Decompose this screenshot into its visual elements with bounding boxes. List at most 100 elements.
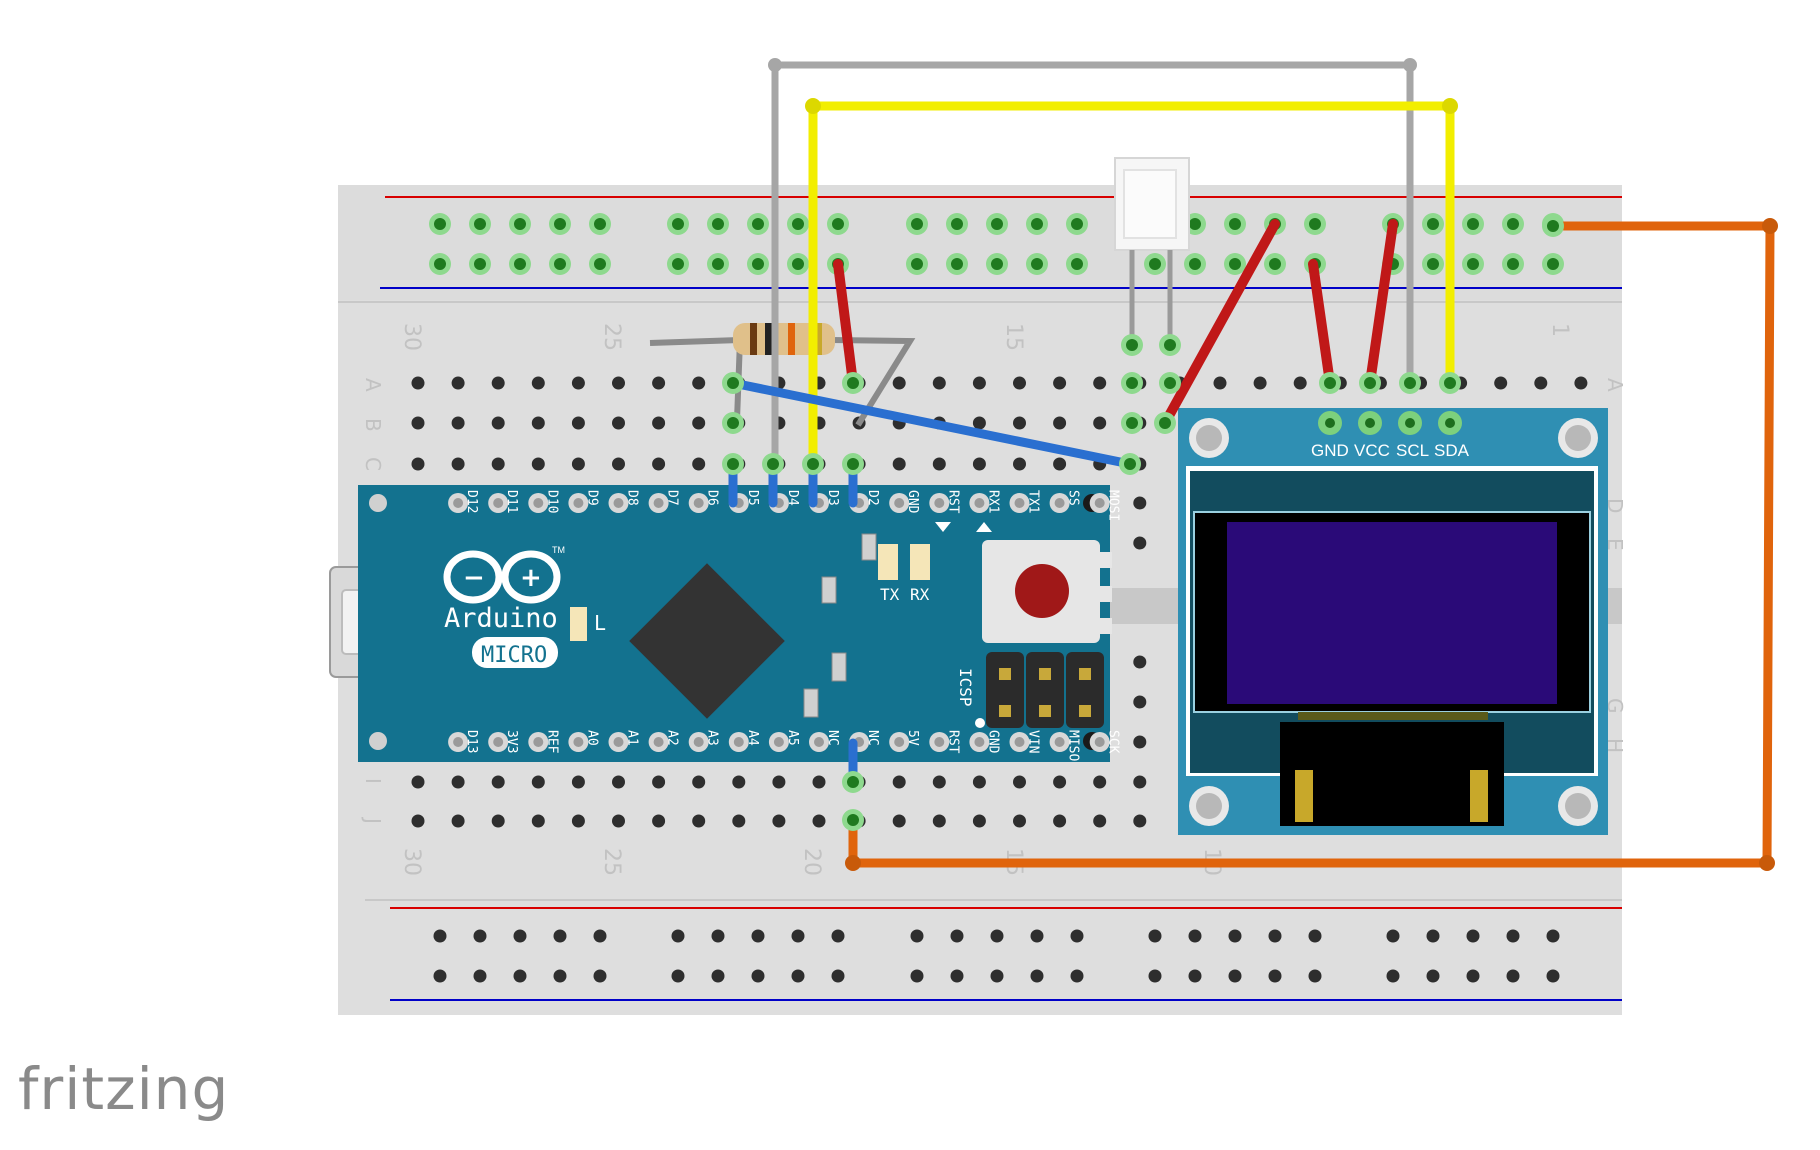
oled-pin-center [1325, 418, 1335, 428]
wire-end [1403, 58, 1417, 72]
header-pin-label: SCK [1106, 730, 1121, 754]
connected-hole-center [1164, 339, 1176, 351]
gray-wire[interactable] [771, 61, 1414, 468]
sensor-component[interactable] [1114, 157, 1190, 345]
reset-button-tab [1100, 586, 1112, 602]
red-wire[interactable] [1365, 219, 1398, 388]
microcontroller-chip [629, 563, 785, 719]
rail-hole [751, 929, 765, 943]
connected-hole-center [1159, 417, 1171, 429]
rail-hole [1546, 929, 1560, 943]
terminal-hole [1013, 775, 1026, 789]
header-pin-hole [493, 737, 504, 747]
rail-hole-center [1427, 218, 1439, 230]
connected-hole-center [1547, 220, 1559, 232]
row-label-i: I [361, 778, 385, 784]
blue-wire[interactable] [728, 378, 1135, 469]
rail-hole [473, 929, 487, 943]
row-letters: A B C I J A D E G H [361, 378, 1627, 824]
yellow-wire[interactable] [808, 101, 1455, 469]
rail-hole [671, 969, 685, 983]
oled-mount-hole-inner [1196, 425, 1222, 451]
terminal-hole [491, 416, 505, 430]
oled-pin-center [1445, 418, 1455, 428]
terminal-hole [531, 416, 545, 430]
terminal-hole [1494, 376, 1508, 390]
rail-hole [433, 969, 447, 983]
header-pin-label: RST [945, 730, 960, 754]
terminal-hole [892, 775, 906, 789]
rail-hole-center [792, 258, 804, 270]
rail-hole-center [1071, 258, 1083, 270]
micro-badge [472, 637, 558, 668]
rail-hole-center [554, 258, 566, 270]
oled-display-module[interactable]: GND VCC SCL SDA [1178, 408, 1608, 835]
header-pin-label: NC [865, 730, 880, 746]
column-label-25: 25 [599, 323, 624, 351]
icsp-pin [1039, 705, 1051, 717]
rail-hole [1546, 969, 1560, 983]
rail-hole [831, 929, 845, 943]
rail-hole-center [752, 258, 764, 270]
header-pin-hole [533, 737, 544, 747]
reset-button-cap[interactable] [1015, 564, 1069, 618]
rail-hole [791, 929, 805, 943]
rail-hole-center [1031, 258, 1043, 270]
icsp-pin [999, 705, 1011, 717]
logo-minus: − [463, 563, 485, 593]
rail-hole [910, 929, 924, 943]
sensor-window [1123, 169, 1177, 239]
reset-button[interactable] [982, 540, 1112, 643]
arduino-logo [443, 550, 561, 604]
terminal-hole [491, 457, 505, 471]
terminal-hole [1053, 814, 1067, 828]
rail-hole [553, 969, 567, 983]
rail-hole-center [1149, 258, 1161, 270]
rail-hole [513, 969, 527, 983]
terminal-hole [1534, 376, 1548, 390]
oled-mount-hole-inner [1196, 793, 1222, 819]
rail-hole-center [474, 258, 486, 270]
terminal-hole [1133, 814, 1147, 828]
terminal-hole [411, 376, 425, 390]
icsp-block [986, 652, 1024, 728]
rail-hole-center [991, 218, 1003, 230]
row-label-c: C [361, 457, 385, 471]
terminal-hole [812, 814, 826, 828]
rail-hole-center [1507, 258, 1519, 270]
header-pin-label: TX1 [1026, 490, 1041, 513]
oled-flex-strip [1298, 712, 1488, 720]
rail-hole [513, 929, 527, 943]
oled-pin-center [1365, 418, 1375, 428]
header-pin-label: A5 [785, 730, 800, 746]
connected-holes [722, 215, 1564, 831]
terminal-hole [531, 814, 545, 828]
rail-hole [950, 969, 964, 983]
header-pin-label: A3 [705, 730, 720, 746]
rail-hole-center [594, 258, 606, 270]
red-wire[interactable] [1160, 219, 1280, 428]
wire-end [1762, 218, 1778, 234]
header-pin-label: A4 [745, 730, 760, 746]
red-wire[interactable] [833, 259, 858, 388]
rail-hole [831, 969, 845, 983]
column-label-30-bottom: 30 [399, 848, 424, 876]
rail-hole-center [1031, 218, 1043, 230]
header-pin-hole [934, 498, 945, 508]
terminal-hole [411, 775, 425, 789]
terminal-hole [932, 376, 946, 390]
header-pin-label: RX1 [985, 490, 1000, 513]
terminal-hole [732, 814, 746, 828]
red-wire[interactable] [1308, 259, 1335, 388]
terminal-hole [411, 416, 425, 430]
terminal-hole [692, 457, 706, 471]
rail-hole-center [991, 258, 1003, 270]
rail-hole-center [474, 218, 486, 230]
resistor-band [765, 323, 772, 355]
rail-hole-center [1427, 258, 1439, 270]
wire-end [845, 855, 861, 871]
rail-hole [433, 929, 447, 943]
rail-hole [1188, 929, 1202, 943]
smd-component [831, 652, 847, 682]
